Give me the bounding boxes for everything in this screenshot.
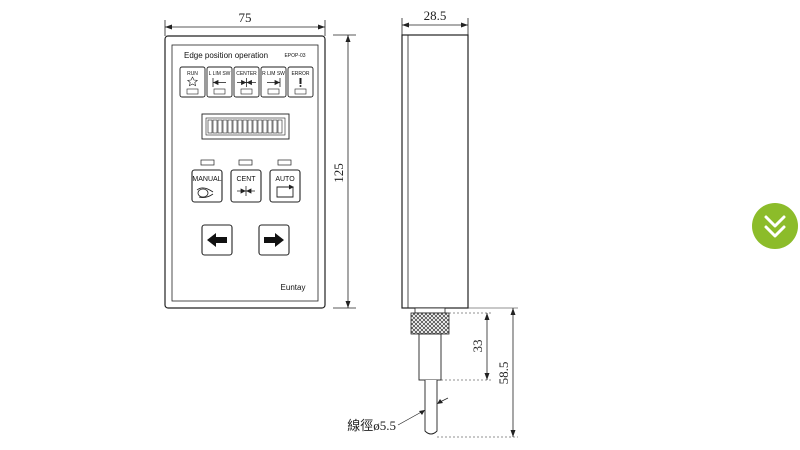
side-body <box>401 34 469 309</box>
indicator-error: ERROR <box>287 66 314 98</box>
star-icon <box>186 76 199 87</box>
led <box>240 88 253 95</box>
indicator-l-lim-sw-label: L LIM SW <box>209 71 231 77</box>
left-limit-icon <box>212 78 226 87</box>
indicator-l-lim-sw: L LIM SW <box>206 66 233 98</box>
exclamation-icon <box>299 78 302 87</box>
indicator-center-label: CENTER <box>236 71 257 77</box>
height-dimension: 125 <box>331 163 346 183</box>
width-dimension: 75 <box>239 10 252 25</box>
cable-length-dimension: 33 <box>470 340 485 353</box>
auto-led <box>277 159 292 166</box>
indicator-r-lim-sw: R LIM SW <box>260 66 287 98</box>
scroll-down-button[interactable] <box>752 203 798 249</box>
indicator-error-label: ERROR <box>291 71 309 77</box>
double-chevron-down-icon <box>764 215 786 238</box>
panel-title: Edge position operation <box>184 51 268 60</box>
manual-led <box>200 159 215 166</box>
auto-button-label: AUTO <box>275 176 295 183</box>
knurled-nut <box>410 312 450 335</box>
cent-led <box>238 159 253 166</box>
front-view: 75 125 Edge position operation EPOP-03 R… <box>164 10 356 309</box>
side-view: 28.5 33 58.5 線徑ø5.5 <box>347 8 518 438</box>
arrow-left-icon <box>207 233 227 247</box>
manual-button-label: MANUAL <box>192 176 221 183</box>
indicator-r-lim-sw-label: R LIM SW <box>262 71 285 77</box>
model-number: EPOP-03 <box>284 53 305 59</box>
indicator-run: RUN <box>179 66 206 98</box>
connector-flange <box>414 307 446 314</box>
cent-button-label: CENT <box>236 176 256 183</box>
led <box>186 88 199 95</box>
cent-button[interactable]: CENT <box>230 169 262 203</box>
auto-button[interactable]: AUTO <box>269 169 301 203</box>
cable <box>424 380 438 435</box>
right-arrow-button[interactable] <box>258 224 290 256</box>
position-display <box>201 113 290 140</box>
indicator-center: CENTER <box>233 66 260 98</box>
total-length-dimension: 58.5 <box>496 362 511 385</box>
right-limit-icon <box>267 78 281 87</box>
led <box>213 88 226 95</box>
led <box>267 88 280 95</box>
depth-dimension: 28.5 <box>424 8 447 23</box>
arrow-right-icon <box>264 233 284 247</box>
left-arrow-button[interactable] <box>201 224 233 256</box>
indicator-run-label: RUN <box>187 71 198 77</box>
manual-button[interactable]: MANUAL <box>191 169 223 203</box>
center-icon <box>237 186 255 196</box>
loop-icon <box>276 184 295 198</box>
cable-diameter-label: 線徑ø5.5 <box>347 418 396 433</box>
connector-sleeve <box>418 333 442 381</box>
center-icon <box>237 78 256 87</box>
brand-label: Euntay <box>281 283 306 292</box>
hand-icon <box>196 187 214 198</box>
led <box>294 88 307 95</box>
